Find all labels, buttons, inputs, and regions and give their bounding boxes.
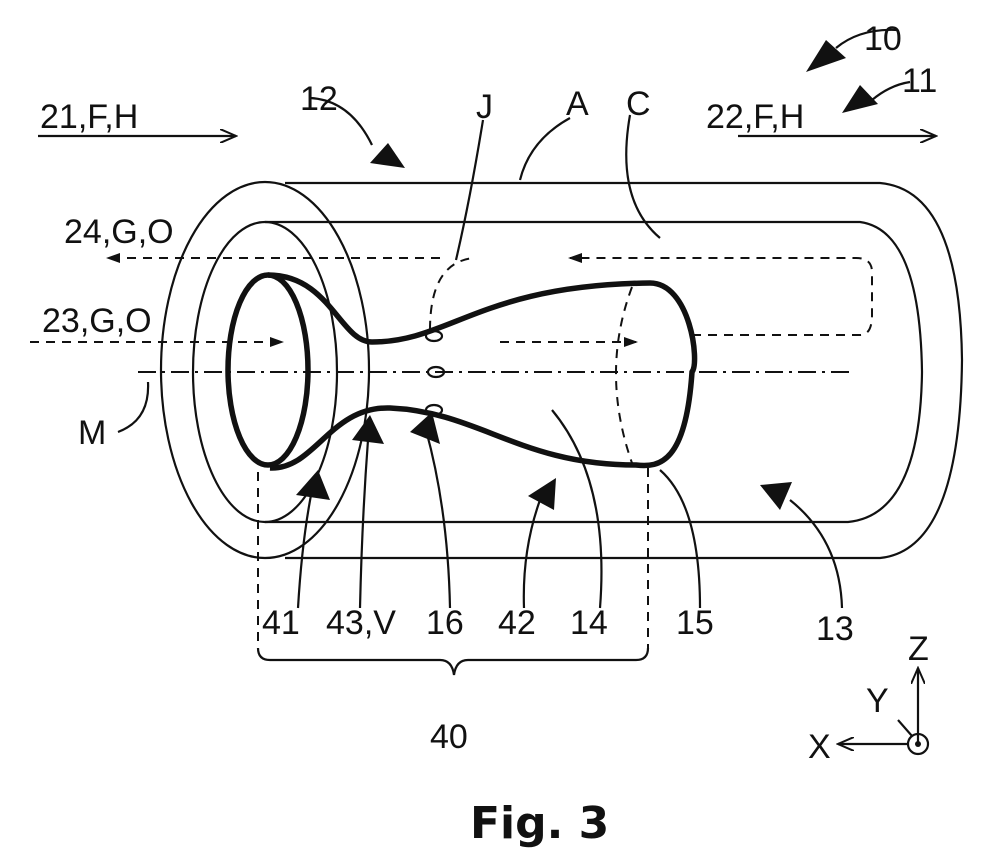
label-c: C — [626, 85, 651, 123]
label-16: 16 — [426, 604, 464, 642]
label-j: J — [476, 88, 493, 126]
label-13: 13 — [816, 610, 854, 648]
axis-label-z: Z — [908, 630, 929, 668]
label-10: 10 — [864, 20, 902, 58]
label-43: 43,V — [326, 604, 396, 642]
label-42: 42 — [498, 604, 536, 642]
figure-caption: Fig. 3 — [470, 798, 609, 849]
label-21: 21,F,H — [40, 98, 138, 136]
label-11: 11 — [902, 62, 937, 100]
label-15: 15 — [676, 604, 714, 642]
label-12: 12 — [300, 80, 338, 118]
label-m: M — [78, 414, 106, 452]
bracket-40 — [258, 468, 648, 675]
label-41: 41 — [262, 604, 300, 642]
label-24: 24,G,O — [64, 213, 174, 251]
outer-housing — [161, 182, 962, 558]
axis-label-x: X — [808, 728, 831, 766]
label-22: 22,F,H — [706, 98, 804, 136]
gas-flow-paths — [30, 258, 872, 342]
label-14: 14 — [570, 604, 608, 642]
axis-label-y: Y — [866, 682, 889, 720]
label-23: 23,G,O — [42, 302, 152, 340]
label-40: 40 — [430, 718, 468, 756]
label-a: A — [566, 85, 589, 123]
